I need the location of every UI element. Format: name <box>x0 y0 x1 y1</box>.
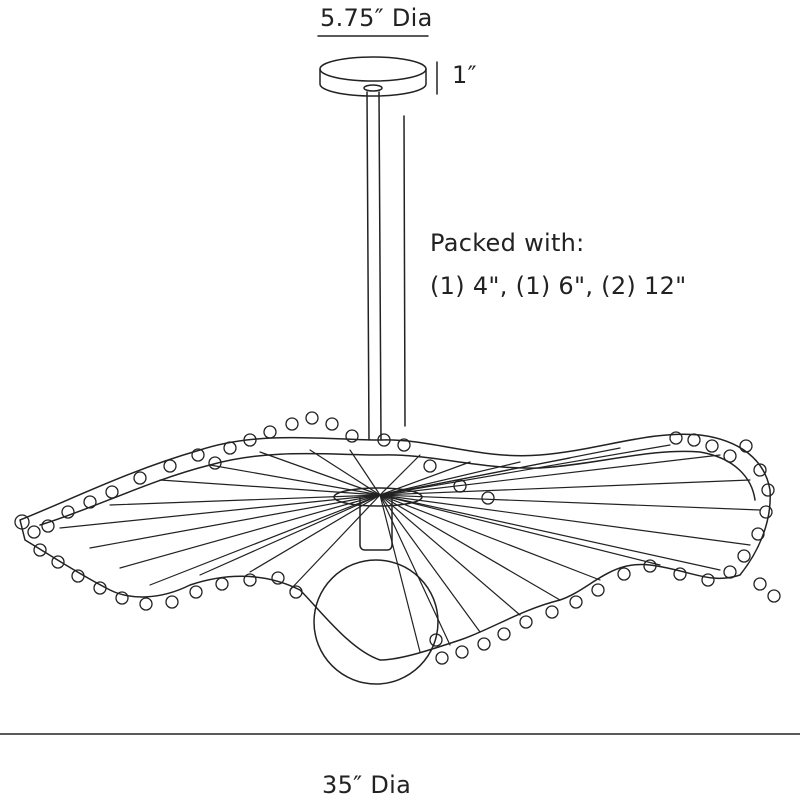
canopy-diameter-label: 5.75″ Dia <box>320 4 433 32</box>
packed-with-label: Packed with: <box>430 229 585 257</box>
canopy-height-label: 1″ <box>452 61 477 89</box>
overall-diameter-label: 35″ Dia <box>322 771 412 799</box>
bulb <box>313 487 439 685</box>
shade <box>14 411 781 665</box>
shade-beads <box>14 411 781 665</box>
downrod <box>366 91 406 441</box>
shade-ribs <box>59 444 761 653</box>
canopy <box>319 56 427 97</box>
packed-rods-list: (1) 4", (1) 6", (2) 12" <box>430 272 687 300</box>
